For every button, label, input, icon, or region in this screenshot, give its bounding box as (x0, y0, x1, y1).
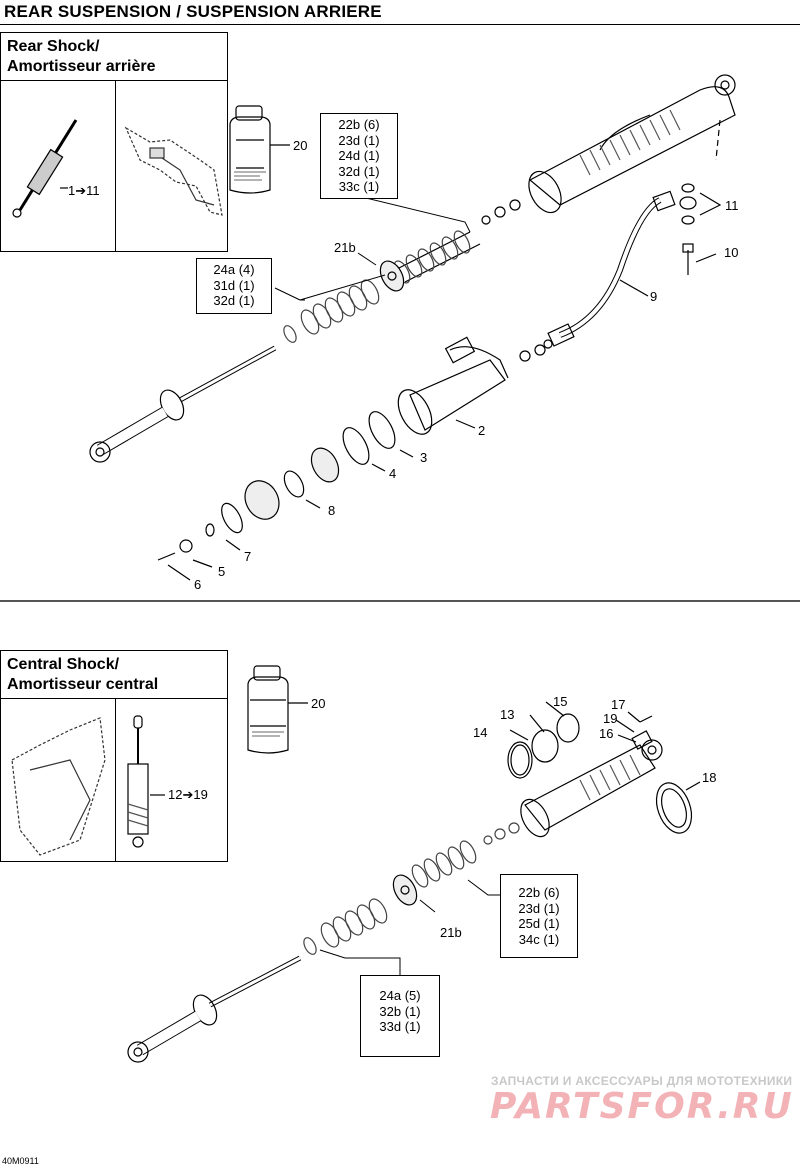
shaft-central (127, 955, 302, 1063)
hose-fittings-rear (519, 339, 553, 362)
central-lower-row-1: 24a (5) (379, 988, 421, 1003)
oil-bottle-rear (229, 105, 290, 194)
central-label-seal: 13 (500, 707, 515, 722)
shock-body-rear (528, 74, 736, 214)
rear-label-ring3: 3 (420, 450, 428, 465)
central-upper-row-2: 23d (1) (518, 900, 560, 916)
central-label-oil: 20 (311, 696, 326, 711)
central-upper-row-4: 34c (1) (518, 931, 560, 947)
rear-shock-title: Rear Shock/ Amortisseur arrière (1, 33, 227, 81)
spanner-ring-central (655, 781, 701, 834)
rear-lower-springs-box: 24a (4) 31d (1) 32d (1) (196, 258, 272, 314)
rear-upper-row-4: 32d (1) (338, 163, 380, 179)
central-range-label: 12➔19 (168, 787, 208, 802)
rear-shock-thumbnail (12, 119, 78, 218)
header-divider (0, 24, 800, 25)
hose-rear (547, 190, 697, 347)
rings-rear (157, 411, 414, 581)
rear-upper-row-1: 22b (6) (338, 117, 380, 132)
central-label-eye: 16 (599, 726, 614, 741)
rear-label-ring4: 4 (389, 466, 397, 481)
spring-stack-lower-central (303, 898, 388, 955)
central-shock-title: Central Shock/ Amortisseur central (1, 651, 227, 699)
rear-lower-row-2: 31d (1) (213, 277, 255, 293)
rear-lower-row-3: 32d (1) (213, 293, 255, 308)
central-lower-row-3: 33d (1) (379, 1019, 421, 1034)
central-frame-thumbnail (11, 717, 106, 856)
rear-label-nut5: 5 (218, 564, 226, 579)
central-upper-springs-box: 22b (6) 23d (1) 25d (1) 34c (1) (500, 874, 578, 958)
central-shock-frame: Central Shock/ Amortisseur central (0, 650, 228, 862)
rear-frame-thumbnail (124, 126, 223, 216)
central-upper-row-1: 22b (6) (518, 885, 560, 900)
leader-lines-central (319, 879, 500, 975)
central-label-oring: 14 (473, 725, 488, 740)
central-shock-title-line2: Amortisseur central (7, 676, 159, 693)
rear-label-washer7: 7 (244, 549, 252, 564)
shaft-rear (89, 345, 277, 463)
rear-label-hose: 9 (650, 289, 658, 304)
spring-stack-upper-central (411, 822, 520, 888)
piston-rear (379, 260, 405, 292)
rear-upper-row-3: 24d (1) (338, 148, 380, 163)
seals-central (507, 701, 580, 779)
rear-upper-row-2: 23d (1) (338, 132, 380, 148)
shock-body-central (520, 730, 663, 838)
reservoir-rear (397, 336, 509, 435)
central-shock-thumbnail (127, 715, 165, 848)
central-label-screw: 17 (611, 697, 626, 712)
central-lower-row-2: 32b (1) (379, 1003, 421, 1019)
central-label-pin: 19 (603, 711, 618, 726)
central-label-piston: 21b (440, 925, 462, 940)
rear-shock-title-line1: Rear Shock/ (7, 38, 100, 55)
rear-label-oil: 20 (293, 138, 308, 153)
rear-label-screw: 10 (724, 245, 739, 260)
section-divider (0, 600, 800, 602)
leader-lines-rear (274, 197, 471, 301)
fitting-parts-rear (681, 183, 722, 275)
page-title: REAR SUSPENSION / SUSPENSION ARRIERE (4, 2, 382, 21)
rear-label-reservoir: 2 (478, 423, 486, 438)
rear-upper-springs-box: 22b (6) 23d (1) 24d (1) 32d (1) 33c (1) (320, 113, 398, 199)
central-upper-row-3: 25d (1) (518, 916, 560, 931)
drawing-code: 40M0911 (2, 1156, 39, 1166)
rear-upper-row-5: 33c (1) (338, 179, 380, 194)
screws-central (615, 711, 653, 743)
central-label-cap: 15 (553, 694, 568, 709)
rear-shock-frame: Rear Shock/ Amortisseur arrière (0, 32, 228, 252)
watermark-brand: PARTSFOR.RU (490, 1086, 794, 1127)
central-label-spanner: 18 (702, 770, 717, 785)
rear-shock-title-line2: Amortisseur arrière (7, 58, 156, 75)
rear-frame-divider (115, 81, 116, 251)
central-lower-springs-box: 24a (5) 32b (1) 33d (1) (360, 975, 440, 1057)
spring-stack-upper-rear (393, 199, 521, 284)
rear-label-bolt6: 6 (194, 577, 202, 592)
spring-stack-lower-rear (283, 279, 380, 343)
central-frame-divider (115, 699, 116, 861)
central-shock-title-line1: Central Shock/ (7, 656, 120, 673)
watermark-tagline: ЗАПЧАСТИ И АКСЕССУАРЫ ДЛЯ МОТОТЕХНИКИ (491, 1074, 793, 1088)
rear-label-oring8: 8 (328, 503, 336, 518)
rear-label-fitting: 11 (725, 198, 739, 213)
rear-range-label: 1➔11 (68, 183, 100, 198)
rear-lower-row-1: 24a (4) (213, 262, 255, 277)
piston-central (392, 874, 418, 906)
rear-label-piston: 21b (334, 240, 356, 255)
oil-bottle-central (247, 665, 308, 754)
